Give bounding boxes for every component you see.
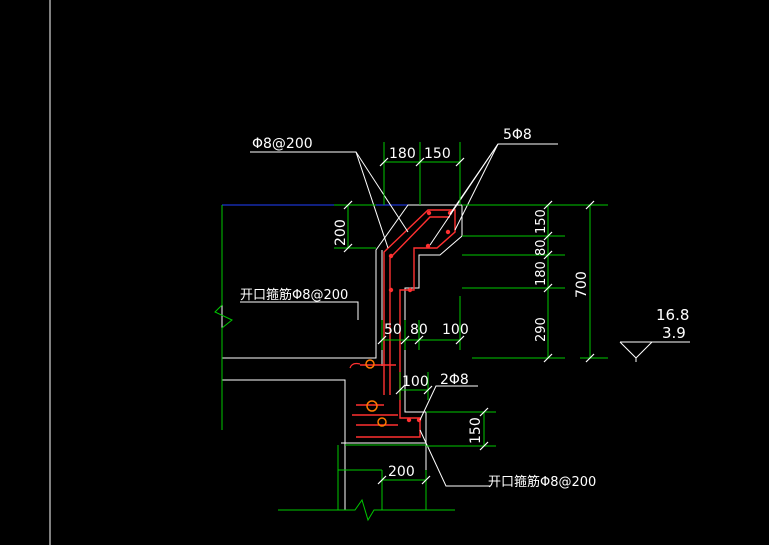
- dim-mid-w1: 50: [384, 322, 402, 338]
- rebar-cage: [349, 209, 456, 438]
- dim-top-w2: 150: [424, 146, 451, 162]
- dim-right-h2: 80: [534, 239, 549, 256]
- dim-mid-w3: 100: [442, 322, 469, 338]
- dim-bottom-h: 150: [468, 417, 484, 444]
- dim-left-h: 200: [333, 219, 349, 246]
- elevation-bottom-value: 3.9: [662, 324, 686, 342]
- foundation-lines: [337, 444, 427, 510]
- dim-neck-w: 100: [402, 374, 429, 390]
- rebar-dot: [426, 210, 432, 216]
- elevation-marker: 16.8 3.9: [619, 306, 690, 362]
- dim-total-h: 700: [574, 271, 590, 298]
- hook-icon: [349, 362, 361, 369]
- anchor-bolt-icon: [365, 359, 375, 369]
- dim-right-h1: 150: [534, 209, 549, 234]
- dimension-ticks: [343, 157, 595, 485]
- leader-lines: [240, 143, 558, 487]
- dim-right-h3: 180: [534, 261, 549, 286]
- break-line-left: [214, 205, 233, 430]
- rebar-dot: [425, 243, 431, 249]
- rebar-dot: [388, 287, 394, 293]
- rebar-dot: [407, 287, 413, 293]
- rebar-dot: [406, 417, 412, 423]
- dim-right-h4: 290: [534, 317, 549, 342]
- dim-base-w: 200: [388, 464, 415, 480]
- anchor-bolt-icon: [377, 417, 387, 427]
- rebar-dot: [445, 229, 451, 235]
- elevation-top-value: 16.8: [656, 306, 689, 324]
- label-bottom-stirrup: 开口箍筋Φ8@200: [488, 474, 596, 490]
- break-line-bottom: [278, 498, 455, 522]
- dim-top-w1: 180: [389, 146, 416, 162]
- label-top-stirrup: Φ8@200: [252, 136, 313, 152]
- anchor-bolt-icon: [366, 400, 378, 412]
- dim-mid-w2: 80: [410, 322, 428, 338]
- label-top-bars: 5Φ8: [503, 127, 532, 143]
- label-bottom-bars: 2Φ8: [440, 372, 469, 388]
- label-mid-stirrup: 开口箍筋Φ8@200: [240, 287, 348, 303]
- rebar-dot: [388, 253, 394, 259]
- dimension-lines: [334, 142, 608, 481]
- concrete-outline: [221, 204, 463, 510]
